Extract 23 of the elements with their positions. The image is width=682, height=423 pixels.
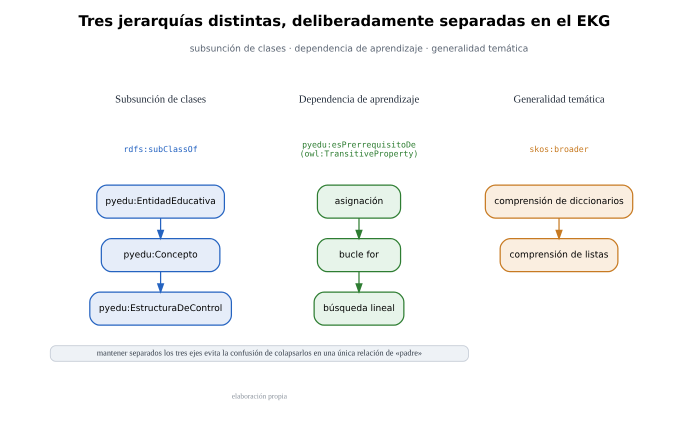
caption: elaboración propia [231, 392, 286, 401]
label: pyedu:esPrerrequisitoDe (owl:TransitiveProperty) [299, 139, 418, 158]
label: subsunción de clases · dependencia de aprendizaje · generalidad temática [189, 44, 528, 55]
label: skos:broader [528, 144, 588, 154]
diagram-title: Tres jerarquías distintas, deliberadamente separadas en el EKG [78, 12, 610, 30]
arrow [354, 272, 362, 294]
node-box: bucle for [316, 238, 401, 272]
node-box: pyedu:EstructuraDeControl [88, 292, 232, 326]
label: Generalidad temática [512, 93, 604, 106]
label: Subsunción de clases [114, 93, 206, 106]
arrow [156, 218, 164, 240]
node-box: pyedu:Concepto [100, 238, 220, 272]
arrow [354, 218, 362, 240]
node-box: asignación [316, 184, 401, 219]
node-box: comprensión de listas [499, 238, 618, 272]
arrow [156, 272, 164, 294]
node-box: búsqueda lineal [313, 292, 404, 326]
arrow [554, 218, 562, 240]
node-box: comprensión de diccionarios [484, 184, 633, 219]
label: mantener separados los tres ejes evita la confusión de colapsarlos en una única relación de «padre» [96, 348, 422, 358]
label: rdfs:subClassOf [122, 144, 198, 154]
label: Dependencia de aprendizaje [298, 93, 419, 106]
node-box: pyedu:EntidadEducativa [96, 184, 225, 219]
